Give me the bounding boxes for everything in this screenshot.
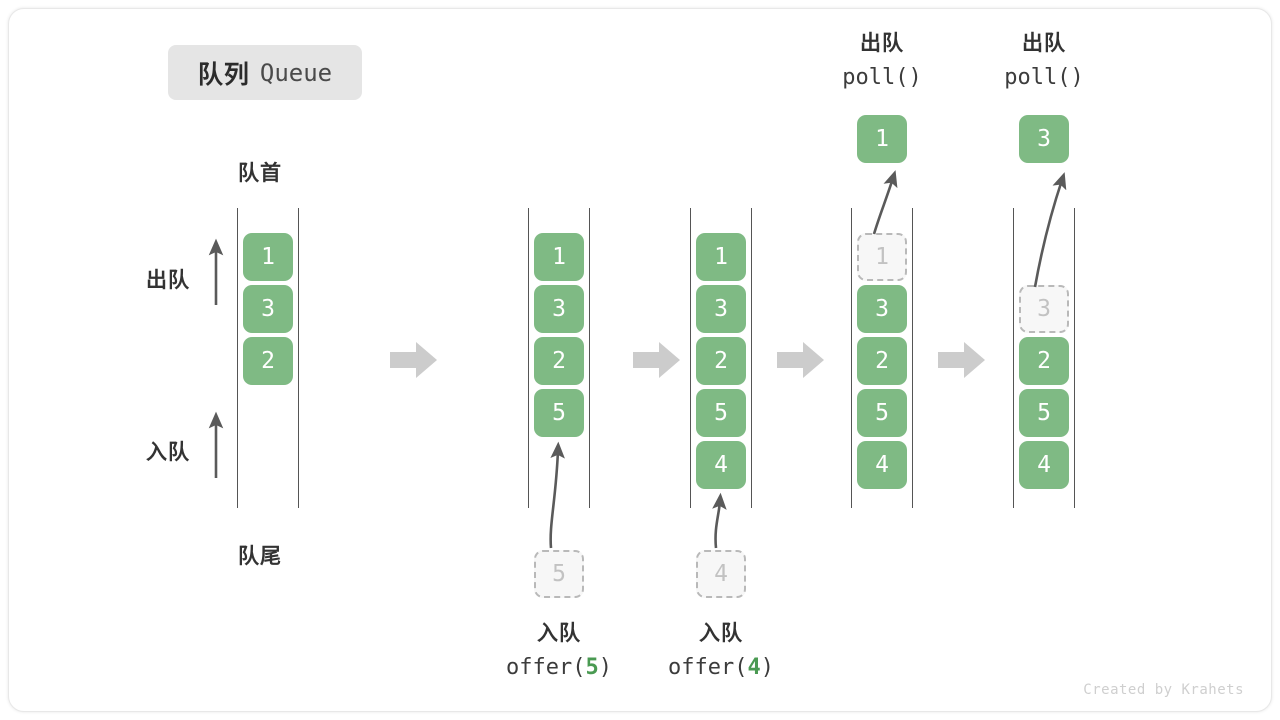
step-transition-arrow-icon — [633, 340, 681, 380]
queue-element-2: 2 — [243, 337, 293, 385]
queue-element-1: 1 — [696, 233, 746, 281]
queue-element-3: 3 — [1019, 285, 1069, 333]
queue-element-2: 2 — [857, 337, 907, 385]
label-queue-tail: 队尾 — [238, 545, 282, 568]
pending-enqueue-box-4: 4 — [696, 550, 746, 598]
queue-rail-right — [298, 208, 299, 508]
queue-element-3: 3 — [243, 285, 293, 333]
queue-element-5: 5 — [534, 389, 584, 437]
queue-rail-right — [589, 208, 590, 508]
step-transition-arrow-icon — [777, 340, 825, 380]
label-enqueue-direction: 入队 — [146, 441, 190, 464]
step-2-offer-5-label: 入队 offer(5) — [468, 618, 650, 685]
queue-element-2: 2 — [696, 337, 746, 385]
queue-rail-left — [528, 208, 529, 508]
step-3-offer-4-label-arg: 4 — [747, 654, 761, 680]
queue-element-5: 5 — [1019, 389, 1069, 437]
step-2-offer-5-label-arg: 5 — [585, 654, 599, 680]
step-4-poll-1-label: 出队 poll() — [791, 28, 973, 95]
label-dequeue-direction: 出队 — [146, 269, 190, 292]
step-3-offer-4-label-title: 入队 — [699, 622, 743, 645]
dequeued-box-1: 1 — [857, 115, 907, 163]
queue-element-2: 2 — [534, 337, 584, 385]
queue-element-3: 3 — [696, 285, 746, 333]
diagram-title-badge: 队列 Queue — [168, 45, 362, 100]
queue-element-4: 4 — [857, 441, 907, 489]
queue-rail-left — [690, 208, 691, 508]
queue-element-5: 5 — [857, 389, 907, 437]
step-2-offer-5-label-code: offer(5) — [506, 654, 612, 680]
dequeued-box-3: 3 — [1019, 115, 1069, 163]
queue-element-5: 5 — [696, 389, 746, 437]
queue-element-4: 4 — [696, 441, 746, 489]
title-english: Queue — [259, 58, 333, 87]
queue-rail-left — [851, 208, 852, 508]
queue-element-2: 2 — [1019, 337, 1069, 385]
queue-element-1: 1 — [243, 233, 293, 281]
queue-rail-right — [912, 208, 913, 508]
step-3-offer-4-label: 入队 offer(4) — [630, 618, 812, 685]
queue-element-4: 4 — [1019, 441, 1069, 489]
step-5-poll-3-label-title: 出队 — [1022, 32, 1066, 55]
queue-element-3: 3 — [534, 285, 584, 333]
credits-text: Created by Krahets — [1083, 682, 1244, 698]
queue-rail-left — [1013, 208, 1014, 508]
step-3-offer-4-label-code: offer(4) — [668, 654, 774, 680]
step-transition-arrow-icon — [938, 340, 986, 380]
step-transition-arrow-icon — [390, 340, 438, 380]
queue-rail-left — [237, 208, 238, 508]
queue-element-1: 1 — [857, 233, 907, 281]
step-2-offer-5-label-title: 入队 — [537, 622, 581, 645]
step-4-poll-1-label-code: poll() — [842, 64, 922, 90]
queue-rail-right — [751, 208, 752, 508]
step-5-poll-3-label: 出队 poll() — [953, 28, 1135, 95]
pending-enqueue-box-5: 5 — [534, 550, 584, 598]
label-queue-head: 队首 — [238, 162, 282, 185]
title-chinese: 队列 — [197, 60, 250, 89]
step-4-poll-1-label-title: 出队 — [860, 32, 904, 55]
queue-element-1: 1 — [534, 233, 584, 281]
step-5-poll-3-label-code: poll() — [1004, 64, 1084, 90]
queue-element-3: 3 — [857, 285, 907, 333]
queue-rail-right — [1074, 208, 1075, 508]
